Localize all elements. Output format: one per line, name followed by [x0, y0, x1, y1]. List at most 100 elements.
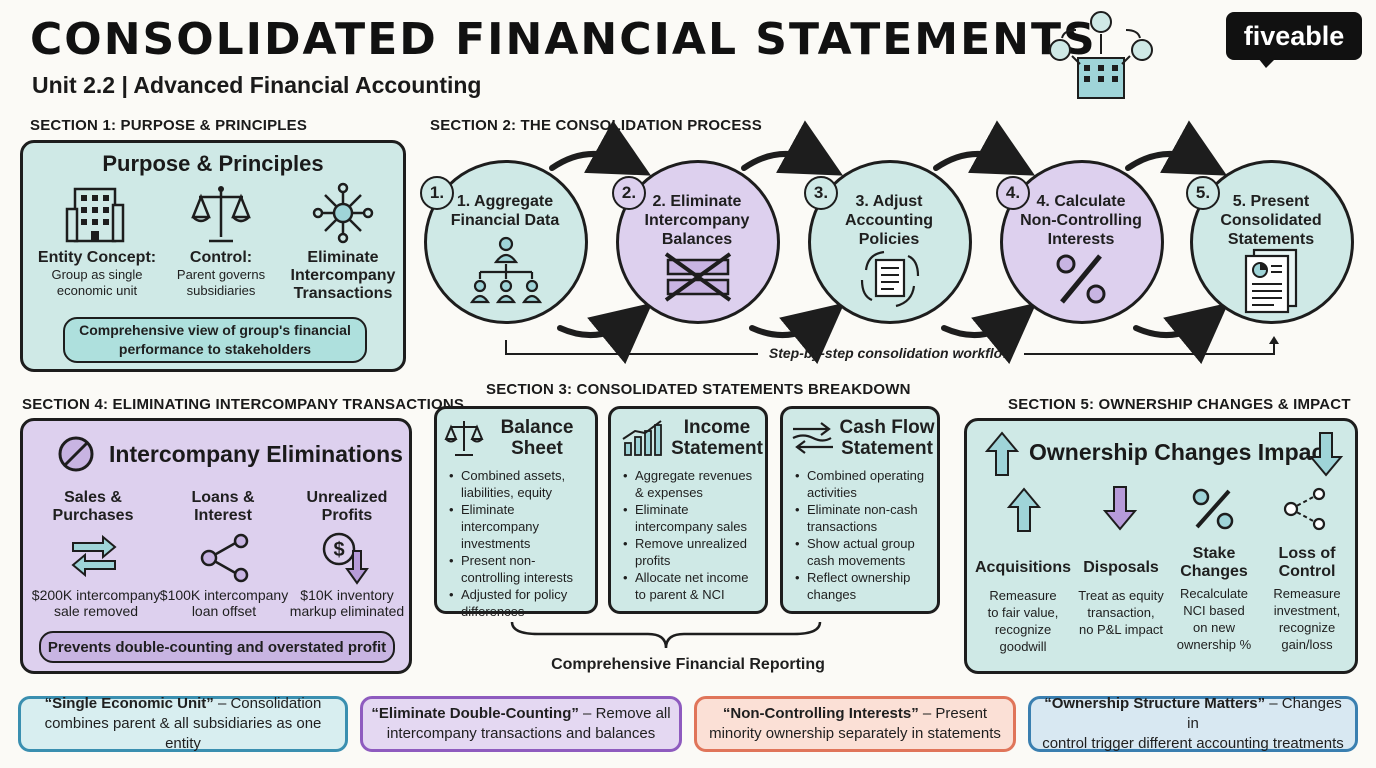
crossed-arrows-icon: [664, 252, 732, 302]
statements-footer: Comprehensive Financial Reporting: [551, 656, 825, 673]
sales-h2: Purchases: [52, 507, 134, 524]
stake-changes-h2: Changes: [1180, 563, 1248, 580]
takeaway-2-bold: “Eliminate Double-Counting”: [371, 705, 579, 722]
entity-concept-desc2: economic unit: [56, 283, 138, 298]
control-heading: Control:: [189, 249, 253, 266]
cash-flow-t1: Cash Flow: [839, 417, 935, 438]
control-column: Control: Parent governs subsidiaries: [163, 249, 279, 299]
loans-column: Loans & Interest: [163, 489, 283, 525]
step-4-line2: Non-Controlling: [1020, 212, 1142, 229]
flow-arrows-icon: [792, 422, 833, 454]
purpose-title: Purpose & Principles: [102, 151, 324, 176]
takeaway-4: “Ownership Structure Matters” – Changes …: [1028, 695, 1358, 752]
profits-d2: markup eliminated: [289, 603, 405, 619]
loans-h2: Interest: [194, 507, 252, 524]
cash-flow-t2: Statement: [841, 438, 933, 459]
disposals-d3: no P&L impact: [1078, 622, 1164, 637]
step-2-line1: 2. Eliminate: [652, 193, 742, 210]
cash-flow-title: Cash Flow Statement: [835, 417, 939, 459]
arrow-up-icon: [984, 431, 1020, 476]
section1-label: SECTION 1: PURPOSE & PRINCIPLES: [30, 117, 308, 134]
step-4-line3: Interests: [1047, 231, 1115, 248]
balance-sheet-title: Balance Sheet: [487, 417, 587, 459]
income-statement-title: Income Statement: [667, 417, 767, 459]
sales-column: Sales & Purchases: [33, 489, 153, 525]
balance-sheet-t2: Sheet: [511, 438, 563, 459]
takeaway-4-bold: “Ownership Structure Matters”: [1044, 695, 1266, 712]
list-item: Present non-controlling interests: [449, 552, 589, 586]
acquisitions-d2: to fair value,: [987, 605, 1059, 620]
group-structure-icon: [1049, 11, 1153, 99]
stake-changes-d2: NCI based: [1183, 603, 1245, 618]
loss-of-control-d3: recognize: [1278, 620, 1336, 635]
takeaway-3-line2: minority ownership separately in stateme…: [709, 725, 1001, 742]
arrow-bottom-1: [557, 302, 653, 365]
balance-sheet-card: Balance Sheet Combined assets,liabilitie…: [434, 406, 598, 619]
control-desc2: subsidiaries: [186, 283, 256, 298]
takeaway-2-line2: intercompany transactions and balances: [386, 725, 656, 742]
arrow-down-icon: [1308, 432, 1344, 477]
document-cycle-icon: [860, 250, 920, 308]
profits-h1: Unrealized: [306, 489, 388, 506]
acquisitions-column: Acquisitions Remeasure to fair value, re…: [973, 549, 1073, 655]
loss-of-control-h1: Loss of: [1278, 545, 1336, 562]
entity-concept-column: Entity Concept: Group as single economic…: [31, 249, 163, 299]
list-item: Aggregate revenues& expenses: [623, 467, 759, 501]
acquisitions-d1: Remeasure: [989, 588, 1057, 603]
step-3-line3: Policies: [858, 231, 920, 248]
arrow-down-icon: [1102, 486, 1138, 531]
disposals-column: Disposals Treat as equity transaction, n…: [1071, 549, 1171, 638]
takeaway-2: “Eliminate Double-Counting” – Remove all…: [360, 696, 682, 752]
page-subtitle: Unit 2.2 | Advanced Financial Accounting: [32, 72, 482, 98]
takeaway-4-line2: control trigger different accounting tre…: [1042, 735, 1344, 752]
step-3-number: 3.: [804, 176, 838, 210]
takeaway-4-rest: – Changes in: [1187, 695, 1342, 732]
list-item: Combined assets,liabilities, equity: [449, 467, 589, 501]
bar-chart-icon: [622, 420, 662, 456]
page-title: CONSOLIDATED FINANCIAL STATEMENTS: [30, 14, 1097, 65]
disposals-heading: Disposals: [1083, 559, 1159, 576]
dollar-down-icon: $: [322, 532, 369, 585]
step-3-line1: 3. Adjust: [855, 193, 923, 210]
section4-label: SECTION 4: ELIMINATING INTERCOMPANY TRAN…: [22, 396, 465, 413]
income-statement-t2: Statement: [671, 438, 763, 459]
eliminations-callout: Prevents double-counting and overstated …: [39, 631, 395, 663]
loss-of-control-d1: Remeasure: [1273, 586, 1341, 601]
step-3-line2: Accounting: [845, 212, 933, 229]
stake-changes-d4: ownership %: [1176, 637, 1252, 652]
arrow-top-4: [1125, 120, 1228, 176]
share-nodes-icon: [200, 533, 249, 583]
step-2-number: 2.: [612, 176, 646, 210]
step-5-label: 5. Present Consolidated Statements: [1206, 192, 1336, 249]
balance-sheet-t1: Balance: [500, 417, 574, 438]
loans-desc: $100K intercompany loan offset: [159, 587, 289, 619]
step-1-line1: 1. Aggregate: [456, 193, 554, 210]
stake-changes-column: Stake Changes Recalculate NCI based on n…: [1169, 545, 1259, 653]
swap-arrows-icon: [71, 534, 117, 578]
eliminate-column: Eliminate Intercompany Transactions: [283, 249, 403, 303]
loss-of-control-h2: Control: [1278, 563, 1336, 580]
takeaway-2-rest: – Remove all: [578, 705, 671, 722]
disposals-d1: Treat as equity: [1078, 588, 1164, 603]
acquisitions-d4: goodwill: [999, 639, 1047, 654]
arrow-up-icon: [1006, 487, 1042, 532]
purpose-panel: Purpose & Principles Entity Concept:: [20, 140, 406, 372]
income-statement-t1: Income: [683, 417, 751, 438]
step-5-line3: Statements: [1227, 231, 1315, 248]
loss-of-control-d2: investment,: [1273, 603, 1341, 618]
eliminate-heading2: Intercompany: [290, 267, 396, 284]
workflow-line-right: [1024, 342, 1275, 355]
org-chart-icon: [469, 236, 543, 304]
eliminations-title: Intercompany Eliminations: [109, 441, 403, 467]
step-2-line2: Intercompany: [644, 212, 750, 229]
logo-tail: [1258, 58, 1276, 68]
step-3-label: 3. Adjust Accounting Policies: [824, 192, 954, 249]
purpose-callout-line1: Comprehensive view of group's financial: [79, 322, 351, 338]
sales-desc: $200K intercompany sale removed: [23, 587, 169, 619]
step-1-number: 1.: [420, 176, 454, 210]
